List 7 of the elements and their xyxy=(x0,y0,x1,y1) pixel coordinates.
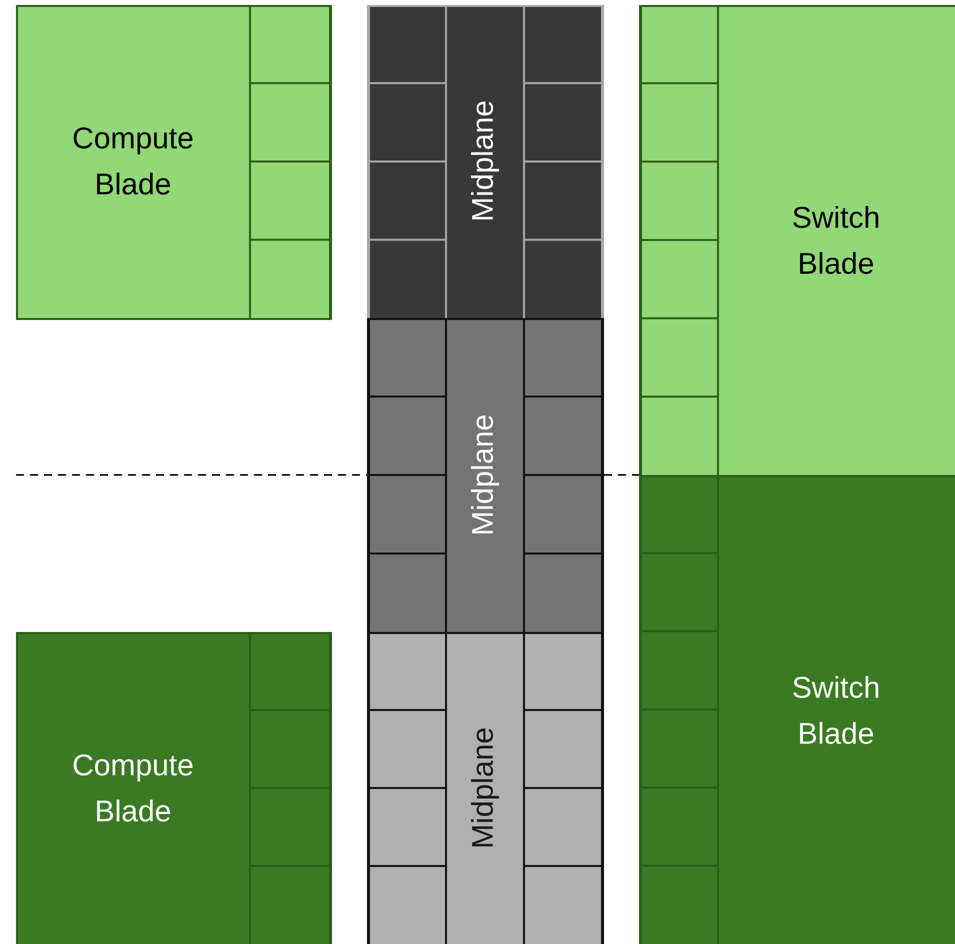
midplane: Midplane xyxy=(367,4,604,320)
midplane: Midplane xyxy=(367,632,604,944)
compute-blade: Compute Blade xyxy=(16,632,332,944)
midplane: Midplane xyxy=(367,318,604,634)
compute-blade: Compute Blade xyxy=(16,4,332,320)
switch-blade: Switch Blade xyxy=(639,4,955,477)
switch-blade: Switch Blade xyxy=(639,474,955,944)
